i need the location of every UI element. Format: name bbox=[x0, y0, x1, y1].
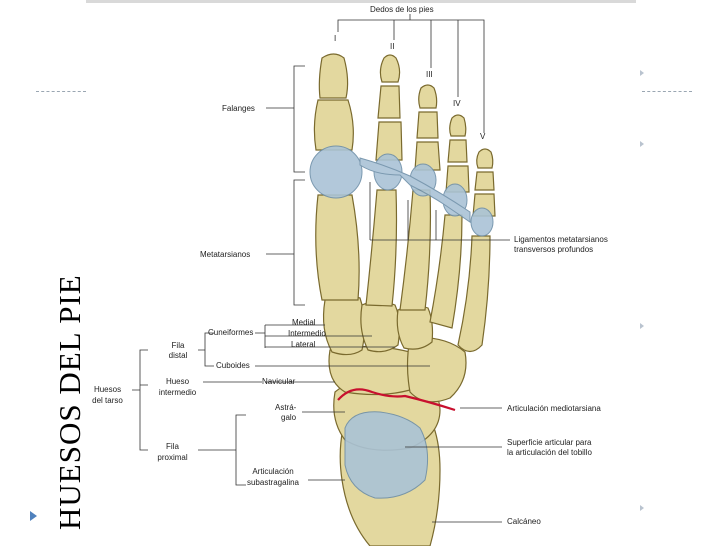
label-dedos: Dedos de los pies bbox=[370, 5, 434, 14]
linea-mediotarsiana bbox=[337, 388, 456, 412]
triangle-marker-icon bbox=[640, 70, 644, 76]
label-calcaneo: Calcáneo bbox=[507, 517, 541, 526]
label-ligamentos-1: Ligamentos metatarsianos bbox=[514, 235, 608, 244]
label-metatarsianos: Metatarsianos bbox=[200, 250, 251, 259]
label-fila-distal-1: Fila bbox=[171, 341, 185, 350]
falange-4-bones bbox=[445, 114, 470, 193]
triangle-marker-icon bbox=[640, 323, 644, 329]
metatarsiano-5-bone bbox=[457, 235, 491, 353]
label-lateral: Lateral bbox=[291, 340, 316, 349]
triangle-marker-icon bbox=[640, 505, 644, 511]
cuboides-bone bbox=[406, 336, 467, 403]
ligamento-transverso bbox=[359, 157, 471, 223]
label-huesos-tarso-1: Huesos bbox=[93, 385, 122, 394]
label-articulacion-mediotarsiana: Articulación mediotarsiana bbox=[507, 404, 601, 413]
capsula-1 bbox=[309, 145, 363, 199]
cuneiforme-intermedio-bone bbox=[360, 300, 401, 353]
label-roman-iii: III bbox=[426, 70, 433, 79]
label-roman-ii: II bbox=[390, 42, 395, 51]
bracket-fila-proximal bbox=[198, 414, 246, 486]
label-fila-proximal-1: Fila bbox=[166, 442, 179, 451]
label-astragalo-2: galo bbox=[281, 413, 297, 422]
label-fila-distal-2: distal bbox=[168, 351, 188, 360]
bracket-metatarsianos bbox=[266, 179, 305, 306]
cuneiforme-medial-bone bbox=[322, 294, 366, 356]
label-huesos-tarso-2: del tarso bbox=[92, 396, 123, 405]
falange-proximal-1-bone bbox=[313, 99, 354, 151]
label-roman-v: V bbox=[480, 132, 486, 141]
label-subastragalina-1: Articulación bbox=[252, 467, 294, 476]
bracket-tarso bbox=[132, 349, 148, 451]
label-hueso-intermedio-2: intermedio bbox=[158, 388, 197, 397]
triangle-bullet-icon bbox=[30, 511, 37, 521]
bracket-fila-distal bbox=[198, 332, 214, 367]
label-fila-proximal-2: proximal bbox=[157, 453, 188, 462]
label-roman-iv: IV bbox=[453, 99, 461, 108]
leader-ligamentos bbox=[369, 182, 510, 241]
capsula-5 bbox=[470, 207, 494, 237]
label-superficie-2: la articulación del tobillo bbox=[507, 448, 592, 457]
label-cuneiformes: Cuneiformes bbox=[208, 328, 254, 337]
falange-3-bones bbox=[414, 84, 441, 171]
falange-distal-1-bone bbox=[318, 53, 349, 99]
label-cuboides: Cuboides bbox=[216, 361, 250, 370]
triangle-marker-icon bbox=[640, 141, 644, 147]
metatarsiano-3-bone bbox=[399, 189, 432, 311]
bracket-cuneiformes bbox=[255, 324, 395, 348]
top-rule bbox=[86, 0, 636, 3]
label-roman-i: I bbox=[334, 34, 337, 43]
metatarsiano-2-bone bbox=[365, 189, 398, 307]
label-navicular: Navicular bbox=[262, 377, 296, 386]
superficie-articular-tobillo bbox=[344, 411, 429, 499]
label-subastragalina-2: subastragalina bbox=[246, 478, 300, 487]
metatarsiano-4-bone bbox=[429, 214, 463, 329]
label-falanges: Falanges bbox=[222, 104, 255, 113]
label-superficie-1: Superficie articular para bbox=[507, 438, 592, 447]
label-ligamentos-2: transversos profundos bbox=[514, 245, 594, 254]
label-astragalo-1: Astrá- bbox=[275, 403, 297, 412]
label-intermedio: Intermedio bbox=[288, 329, 326, 338]
dashed-rule-left bbox=[36, 91, 86, 92]
metatarsiano-1-bone bbox=[315, 194, 360, 301]
falange-5-bones bbox=[472, 148, 496, 217]
dashed-rule-right bbox=[642, 91, 692, 92]
cuneiforme-lateral-bone bbox=[396, 304, 434, 350]
falange-2-bones bbox=[375, 54, 403, 161]
label-medial: Medial bbox=[292, 318, 316, 327]
label-hueso-intermedio-1: Hueso bbox=[165, 377, 190, 386]
bracket-dedos bbox=[337, 19, 485, 133]
bracket-falanges bbox=[266, 65, 305, 173]
